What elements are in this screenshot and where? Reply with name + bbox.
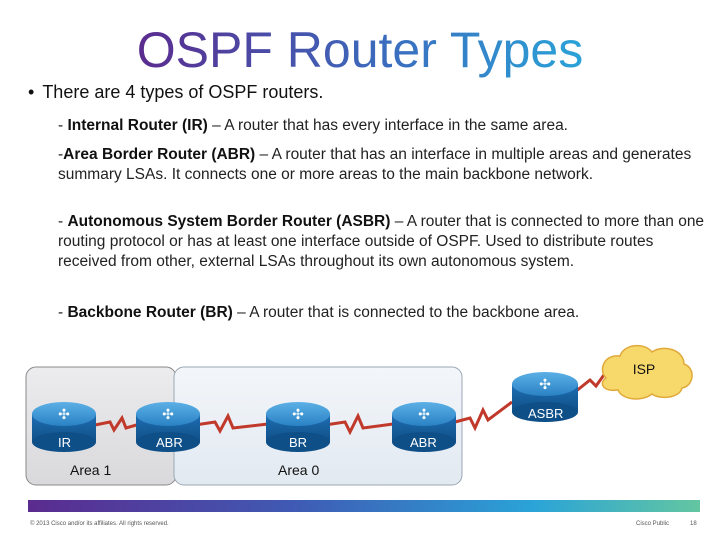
term-abr: Area Border Router (ABR)	[63, 146, 256, 163]
router-ir-label: IR	[58, 435, 71, 450]
router-abr-2-icon: ✣	[392, 402, 456, 452]
svg-text:✣: ✣	[58, 406, 70, 422]
router-asbr-label: ASBR	[528, 406, 563, 421]
isp-cloud: ISP	[601, 344, 693, 400]
term-br: Backbone Router (BR)	[67, 304, 233, 321]
item-prefix: -	[58, 117, 68, 134]
router-abr-2-label: ABR	[410, 435, 437, 450]
desc-abr: – A router that has an interface in mult…	[58, 146, 692, 183]
slide-title: OSPF Router Types	[136, 22, 584, 78]
svg-text:✣: ✣	[539, 376, 551, 392]
router-br-icon: ✣	[266, 402, 330, 452]
link-abr-br	[194, 412, 269, 435]
area-0-label: Area 0	[278, 462, 319, 478]
footer-gradient-bar	[28, 500, 700, 512]
router-asbr-icon: ✣	[512, 372, 578, 422]
svg-text:✣: ✣	[162, 406, 174, 422]
desc-ir: – A router that has every interface in t…	[207, 117, 568, 134]
item-prefix: -	[58, 213, 68, 230]
router-br-label: BR	[289, 435, 307, 450]
router-abr-1-label: ABR	[156, 435, 183, 450]
term-ir: Internal Router (IR)	[67, 117, 208, 134]
router-abr-1-icon: ✣	[136, 402, 200, 452]
link-ir-abr	[94, 414, 141, 433]
bullet-dot: •	[28, 82, 35, 102]
term-asbr: Autonomous System Border Router (ASBR)	[67, 213, 391, 230]
page-number: 18	[690, 521, 697, 527]
router-ir-icon: ✣	[32, 402, 96, 452]
desc-br: – A router that is connected to the back…	[232, 304, 580, 321]
link-asbr-isp	[574, 371, 608, 394]
isp-label: ISP	[633, 361, 656, 377]
ospf-topology-diagram: ISP ✣ IR ✣ ABR ✣ BR ✣ ABR ✣ ASBR Are	[25, 344, 693, 486]
item-prefix: -	[58, 304, 68, 321]
intro-text: There are 4 types of OSPF routers.	[42, 82, 324, 102]
definition-abr: -Area Border Router (ABR) – A router tha…	[58, 145, 706, 185]
definition-br: - Backbone Router (BR) – A router that i…	[58, 303, 706, 323]
link-br-abr	[324, 412, 394, 436]
link-abr-asbr	[454, 400, 513, 432]
svg-text:✣: ✣	[292, 406, 304, 422]
area-1-label: Area 1	[70, 462, 111, 478]
svg-text:✣: ✣	[418, 406, 430, 422]
definition-ir: - Internal Router (IR) – A router that h…	[58, 116, 706, 136]
footer-copyright: © 2013 Cisco and/or its affiliates. All …	[30, 521, 169, 527]
definition-asbr: - Autonomous System Border Router (ASBR)…	[58, 212, 706, 272]
footer-classification: Cisco Public	[636, 521, 670, 527]
desc-asbr: – A router that is connected to more tha…	[58, 213, 705, 270]
intro-bullet: • There are 4 types of OSPF routers.	[28, 82, 323, 103]
item-prefix: -	[58, 146, 64, 163]
